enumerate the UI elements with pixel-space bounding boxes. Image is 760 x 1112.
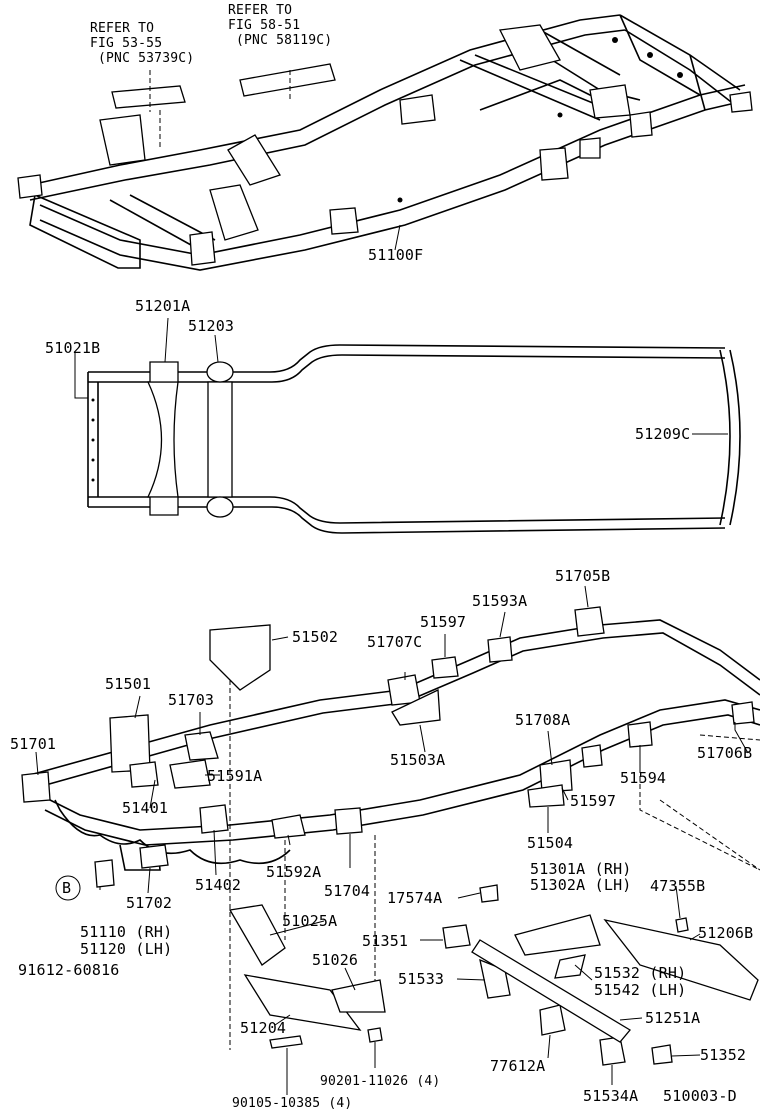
label-51597-lower: 51597 (570, 792, 617, 810)
label-51706B: 51706B (697, 744, 753, 762)
label-51401: 51401 (122, 799, 169, 817)
label-51302A: 51302A (LH) (530, 876, 632, 894)
label-51502: 51502 (292, 628, 339, 646)
label-51597-upper: 51597 (420, 613, 467, 631)
label-51204: 51204 (240, 1019, 287, 1037)
label-51705B: 51705B (555, 567, 611, 585)
label-51402: 51402 (195, 876, 242, 894)
ref2-line2: FIG 58-51 (228, 18, 301, 33)
label-51534A: 51534A (583, 1087, 639, 1105)
ref1-line3: (PNC 53739C) (98, 51, 195, 66)
label-90201-11026: 90201-11026 (4) (320, 1074, 441, 1089)
label-51542: 51542 (LH) (594, 981, 687, 999)
label-90105-10385: 90105-10385 (4) (232, 1096, 353, 1111)
label-51593A: 51593A (472, 592, 528, 610)
ref2-line3: (PNC 58119C) (236, 33, 333, 48)
label-51702: 51702 (126, 894, 173, 912)
frame-assembly-drawing (17, 14, 753, 271)
label-51026: 51026 (312, 951, 359, 969)
label-510003-D: 510003-D (663, 1087, 737, 1105)
label-51504: 51504 (527, 834, 574, 852)
label-91612-60816: 91612-60816 (18, 961, 120, 979)
label-51533: 51533 (398, 970, 445, 988)
label-51301A: 51301A (RH) (530, 860, 632, 878)
label-51708A: 51708A (515, 711, 571, 729)
label-51352: 51352 (700, 1046, 747, 1064)
label-47355B: 47355B (650, 877, 706, 895)
label-51707C: 51707C (367, 633, 423, 651)
callout-B: B (62, 879, 72, 897)
label-51351: 51351 (362, 932, 409, 950)
label-51110: 51110 (RH) (80, 923, 173, 941)
label-51594: 51594 (620, 769, 667, 787)
label-51100F: 51100F (368, 246, 424, 264)
label-51703: 51703 (168, 691, 215, 709)
label-51503A: 51503A (390, 751, 446, 769)
label-51209C: 51209C (635, 425, 691, 443)
label-51701: 51701 (10, 735, 57, 753)
label-51120: 51120 (LH) (80, 940, 173, 958)
label-51591A: 51591A (207, 767, 263, 785)
label-51501: 51501 (105, 675, 152, 693)
ref1-line2: FIG 53-55 (90, 36, 163, 51)
ref1-line1: REFER TO (90, 21, 155, 36)
label-77612A: 77612A (490, 1057, 546, 1075)
label-51021B: 51021B (45, 339, 101, 357)
ref2-line1: REFER TO (228, 3, 293, 18)
label-51532: 51532 (RH) (594, 964, 687, 982)
label-51203: 51203 (188, 317, 235, 335)
label-51025A: 51025A (282, 912, 338, 930)
label-51704: 51704 (324, 882, 371, 900)
label-51592A: 51592A (266, 863, 322, 881)
frame-top-view-drawing (74, 317, 741, 534)
label-17574A: 17574A (387, 889, 443, 907)
frame-exploded-drawing (21, 585, 760, 1095)
label-51251A: 51251A (645, 1009, 701, 1027)
label-51201A: 51201A (135, 297, 191, 315)
label-51206B: 51206B (698, 924, 754, 942)
